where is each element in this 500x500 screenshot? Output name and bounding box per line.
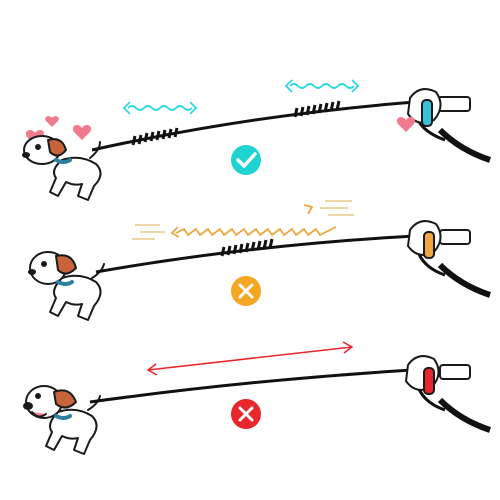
bungee-segment <box>220 238 274 257</box>
row-warning <box>28 200 491 321</box>
dog-figure <box>22 135 102 201</box>
dog-figure <box>28 251 105 321</box>
row-good <box>22 79 491 201</box>
good-status-badge <box>231 145 261 175</box>
cross-icon <box>238 283 254 299</box>
bungee-segment <box>293 100 341 118</box>
hand-holding-handle <box>405 355 491 433</box>
checkmark-icon <box>236 152 257 168</box>
dog-figure <box>23 385 101 455</box>
zigzag-double-arrow-orange <box>171 204 337 238</box>
error-status-badge <box>231 399 261 429</box>
wavy-double-arrow-cyan <box>122 101 198 115</box>
hand-holding-handle <box>407 220 491 298</box>
cross-icon <box>238 406 254 422</box>
bungee-segment <box>131 127 179 146</box>
leash-line <box>95 234 416 274</box>
heart-icon <box>396 117 416 132</box>
heart-icon <box>45 116 59 127</box>
leash-line <box>89 368 413 404</box>
wavy-double-arrow-cyan <box>284 79 360 93</box>
warning-status-badge <box>231 276 261 306</box>
speed-lines <box>132 200 354 240</box>
heart-icon <box>72 125 92 140</box>
straight-double-arrow-red <box>146 341 354 376</box>
row-bad <box>23 341 491 455</box>
hand-holding-handle <box>407 88 491 163</box>
